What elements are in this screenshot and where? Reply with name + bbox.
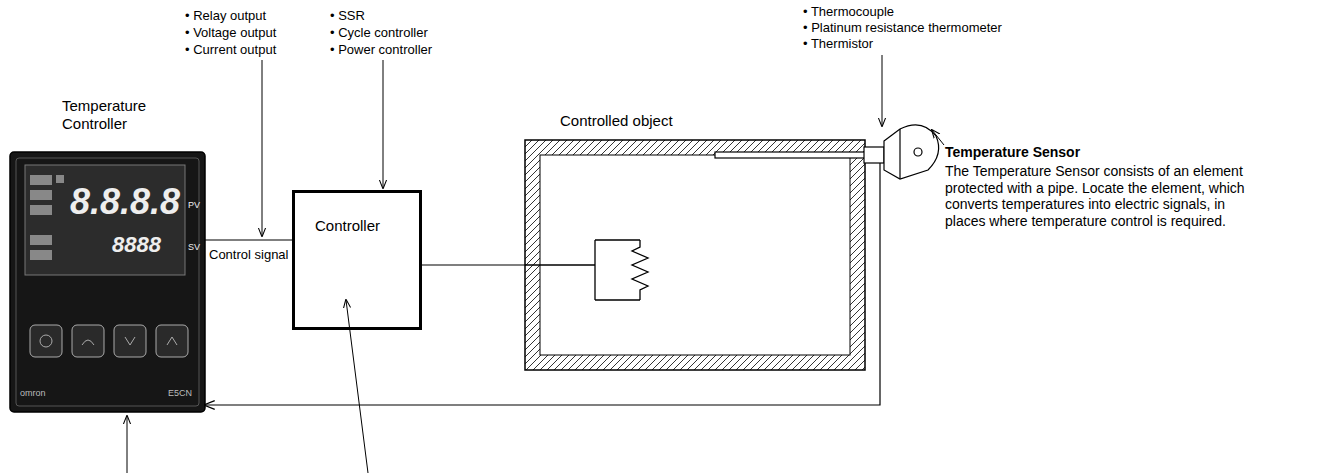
connector <box>205 180 880 405</box>
art-rect <box>30 175 52 185</box>
art-rect <box>30 190 52 200</box>
art-path <box>899 129 900 179</box>
object-heading: Controlled object <box>560 112 760 130</box>
list-item: • Thermocouple <box>803 4 894 20</box>
art-path <box>125 337 135 345</box>
art-path <box>383 60 384 188</box>
list-item: • Power controller <box>330 42 432 58</box>
leader-lines <box>127 55 944 473</box>
art-rect <box>10 152 205 412</box>
controlled-object-wall <box>525 140 865 370</box>
sensor-heading: Temperature Sensor <box>945 144 1259 161</box>
edge-label: Control signal <box>208 247 290 263</box>
brand-mark: omron <box>20 388 46 399</box>
device-panel: Temperature Controller <box>10 152 205 412</box>
device-heading: Temperature Controller <box>62 97 172 133</box>
art-path <box>262 60 263 236</box>
art-rect <box>864 147 884 163</box>
art-path <box>884 125 939 179</box>
list-item: • Platinum resistance thermometer <box>803 20 1002 36</box>
list-item: • Current output <box>185 42 276 58</box>
list-item: • Voltage output <box>185 25 276 41</box>
list-item: • Cycle controller <box>330 25 428 41</box>
list-item: • Relay output <box>185 8 266 24</box>
art-path <box>632 240 648 300</box>
art-path <box>82 340 94 345</box>
model-name: E5CN <box>168 388 192 399</box>
list-item: • SSR <box>330 8 365 24</box>
art-rect <box>25 165 185 275</box>
list-item: • Thermistor <box>803 36 873 52</box>
art-path <box>932 130 944 145</box>
art-path <box>879 163 880 180</box>
sv-display: 8888 <box>112 232 161 258</box>
art-rect <box>16 158 199 406</box>
art-path <box>595 240 640 300</box>
art-rect <box>114 325 146 357</box>
art-path <box>127 416 128 473</box>
description-text: The Temperature Sensor consists of an el… <box>945 163 1245 230</box>
controlled-object-box: Controlled object <box>525 140 865 370</box>
box-label: Controller <box>315 217 407 235</box>
art-rect <box>30 205 52 215</box>
art-path <box>346 300 368 473</box>
art-rect <box>72 325 104 357</box>
controller-device <box>10 152 205 412</box>
temperature-sensor <box>715 125 939 180</box>
art-rect <box>30 250 52 260</box>
art-rect <box>30 235 52 245</box>
art-rect <box>56 175 64 183</box>
art-rect <box>540 155 850 355</box>
sv-tag: SV <box>188 242 200 253</box>
connector <box>422 264 525 265</box>
art-rect <box>715 152 867 158</box>
sensor-callout: Temperature SensorThe Temperature Sensor… <box>880 128 1269 248</box>
art-rect <box>525 140 865 370</box>
pv-display: 8.8.8.8 <box>70 180 180 223</box>
art-path <box>882 55 883 126</box>
pv-tag: PV <box>188 200 200 211</box>
art-rect <box>30 325 62 357</box>
art-rect <box>156 325 188 357</box>
art-path <box>525 264 595 265</box>
art-circle <box>40 335 52 347</box>
connector <box>205 239 292 240</box>
heater-resistor <box>525 240 648 300</box>
art-path <box>167 337 177 345</box>
art-circle <box>914 148 922 156</box>
process-box: Controller <box>292 190 422 330</box>
